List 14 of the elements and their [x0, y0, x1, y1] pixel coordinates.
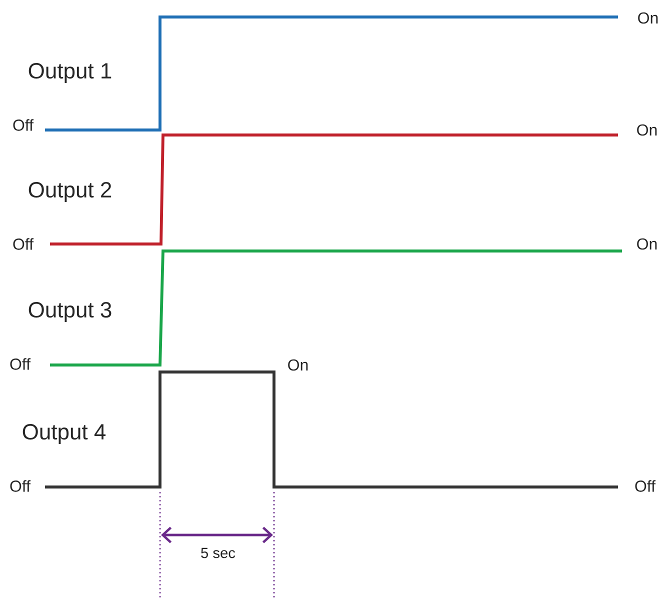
signal-label: Output 2: [28, 182, 112, 202]
signal-label: Output 4: [22, 424, 106, 444]
signal-label: Output 1: [28, 63, 112, 83]
state-label: On: [637, 238, 657, 250]
dimension-label: 5 sec: [201, 548, 236, 558]
signal-label: Output 3: [28, 302, 112, 322]
state-label: On: [288, 359, 308, 371]
state-label: Off: [635, 480, 656, 492]
state-label: Off: [10, 480, 31, 492]
state-label: On: [637, 124, 657, 136]
state-label: Off: [13, 119, 34, 131]
state-label: On: [638, 12, 658, 24]
state-label: Off: [13, 238, 34, 250]
state-label: Off: [10, 358, 31, 370]
